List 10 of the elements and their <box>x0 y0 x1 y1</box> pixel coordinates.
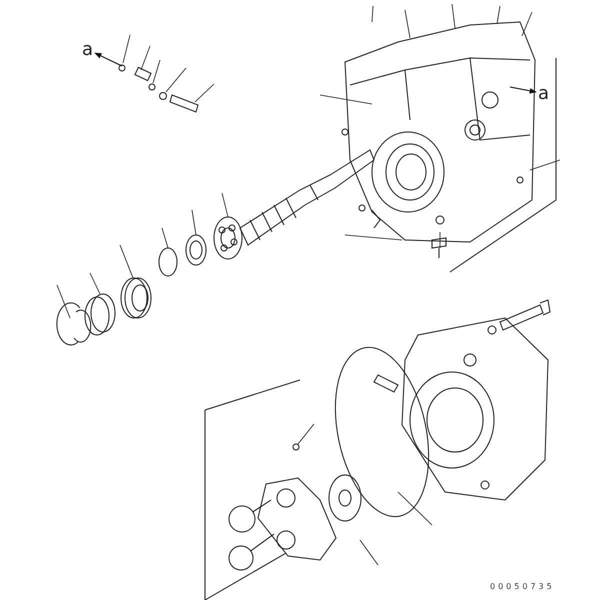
arrow <box>510 86 537 94</box>
leader-line <box>252 500 272 512</box>
drawing-number: 00050735 <box>490 582 555 591</box>
valve-plate-drawing <box>257 477 337 561</box>
callout-circle <box>228 506 256 532</box>
arrow <box>94 52 122 66</box>
reference-letter: a <box>538 83 550 104</box>
leader-line <box>250 534 274 552</box>
callout-circle <box>228 546 254 570</box>
reference-letter: a <box>82 39 94 60</box>
